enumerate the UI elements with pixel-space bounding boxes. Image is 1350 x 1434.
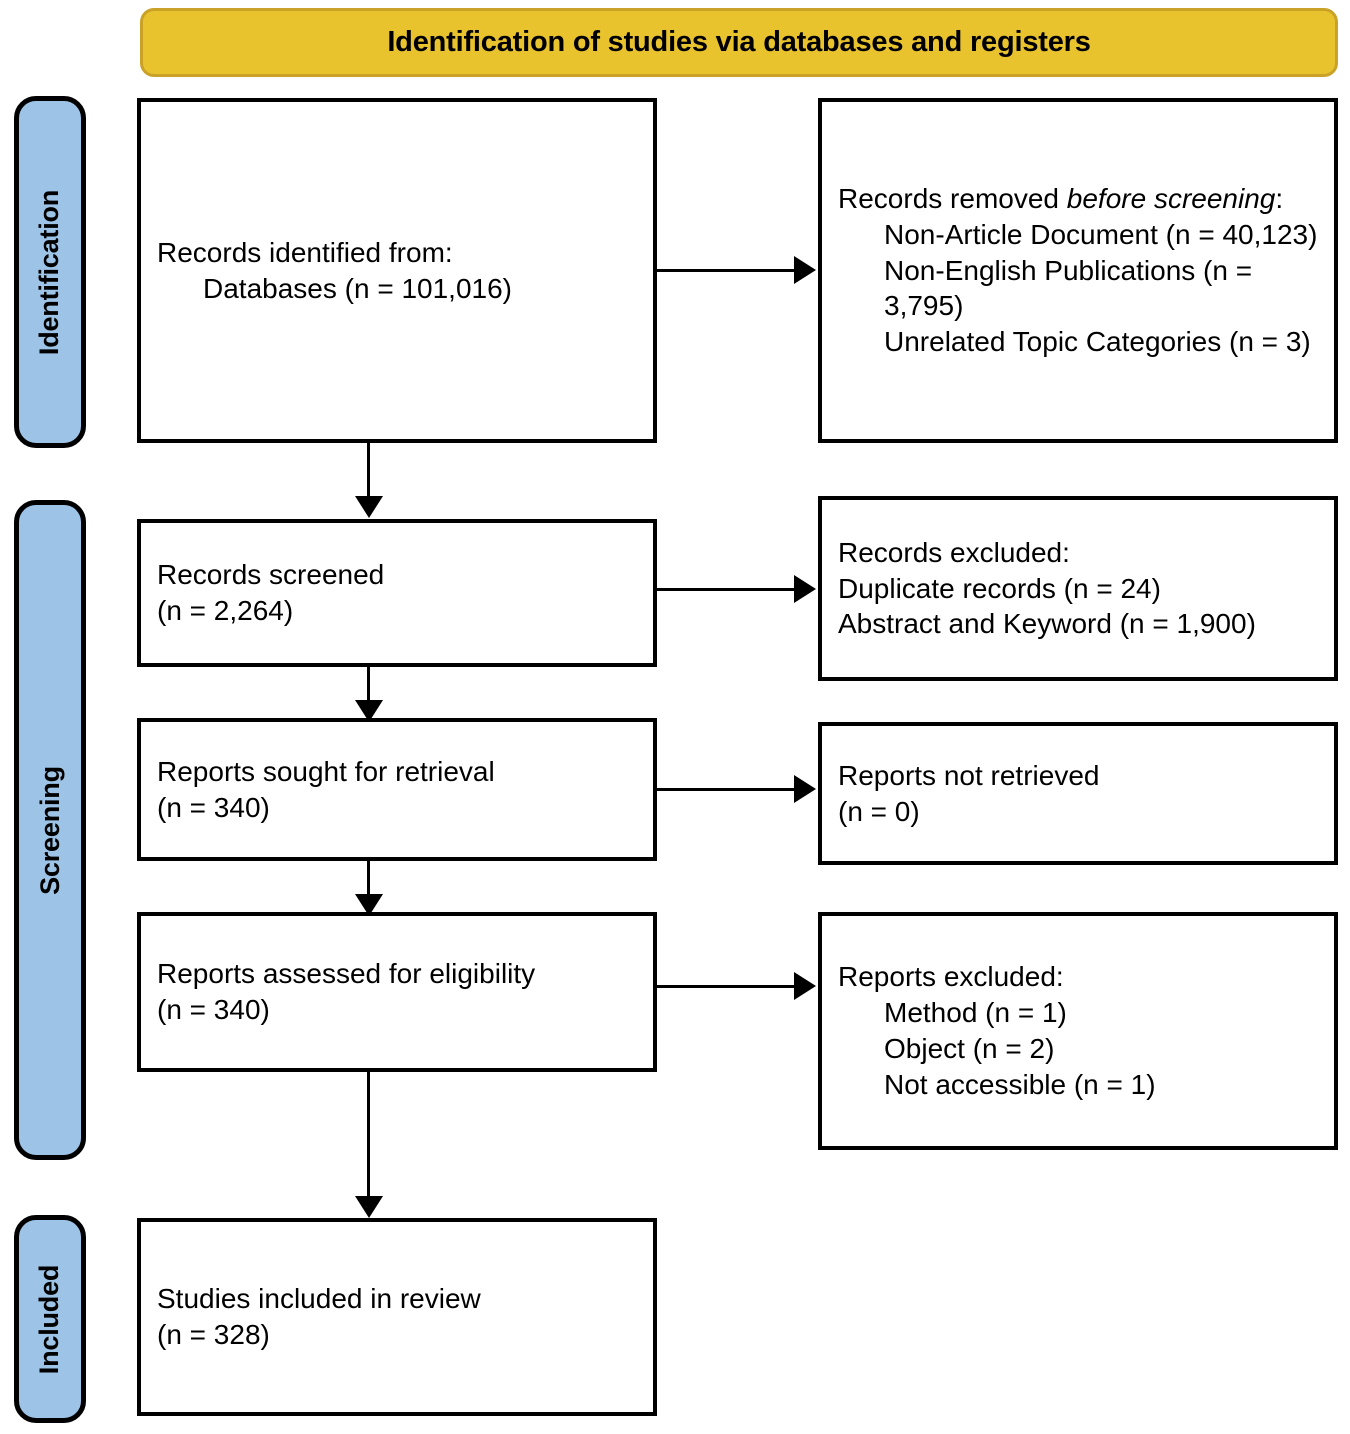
records-excluded-line-2: Abstract and Keyword (n = 1,900): [838, 608, 1256, 640]
studies-included-line-0: Studies included in review: [157, 1283, 481, 1315]
stage-tab-screening-label: Screening: [34, 765, 65, 895]
records-excluded-text: Records excluded: Duplicate records (n =…: [822, 535, 1334, 642]
arrowhead-screened-to-excluded: [794, 575, 816, 603]
records-removed-line-1: Non-English Publications (n = 3,795): [884, 254, 1253, 322]
studies-included-line-1: (n = 328): [157, 1319, 270, 1350]
records-excluded-box: Records excluded: Duplicate records (n =…: [818, 496, 1338, 681]
reports-sought-line-1: (n = 340): [157, 791, 270, 823]
reports-sought-text: Reports sought for retrieval (n = 340): [141, 754, 653, 826]
reports-assessed-line-0: Reports assessed for eligibility: [157, 958, 536, 990]
records-removed-title-prefix: Records removed: [838, 182, 1067, 214]
stage-tab-identification-label: Identification: [34, 189, 65, 355]
connector-assessed-to-excluded: [657, 985, 796, 988]
connector-identified-to-removed: [657, 269, 796, 272]
reports-not-retrieved-line-0: Reports not retrieved: [838, 759, 1100, 791]
records-screened-line-1: (n = 2,264): [157, 595, 294, 626]
arrowhead-sought-to-assessed: [355, 894, 383, 916]
stage-tab-included-label: Included: [34, 1264, 65, 1374]
arrowhead-assessed-to-excluded: [794, 972, 816, 1000]
reports-assessed-box: Reports assessed for eligibility (n = 34…: [137, 912, 657, 1072]
connector-assessed-to-included: [367, 1072, 370, 1204]
records-removed-title-italic: before screening: [1066, 182, 1276, 214]
connector-screened-to-excluded: [657, 588, 796, 591]
arrowhead-identified-to-removed: [794, 256, 816, 284]
records-screened-box: Records screened (n = 2,264): [137, 519, 657, 667]
records-removed-title-suffix: :: [1275, 182, 1284, 214]
records-identified-line-0: Records identified from:: [157, 236, 453, 268]
reports-not-retrieved-line-1: (n = 0): [838, 795, 920, 827]
records-removed-text: Records removed before screening: Non-Ar…: [822, 181, 1334, 360]
connector-sought-to-assessed: [367, 861, 370, 901]
records-identified-line-1: Databases (n = 101,016): [203, 272, 512, 304]
records-identified-text: Records identified from: Databases (n = …: [141, 235, 653, 307]
reports-excluded-box: Reports excluded: Method (n = 1) Object …: [818, 912, 1338, 1150]
records-screened-text: Records screened (n = 2,264): [141, 557, 653, 629]
stage-tab-included: Included: [14, 1215, 86, 1423]
page-title: Identification of studies via databases …: [387, 26, 1091, 58]
connector-screened-to-sought: [367, 667, 370, 707]
records-removed-title: Records removed before screening:: [838, 181, 1318, 217]
records-excluded-line-1: Duplicate records (n = 24): [838, 572, 1161, 604]
reports-sought-line-0: Reports sought for retrieval: [157, 755, 495, 787]
diagram-header-banner: Identification of studies via databases …: [140, 8, 1338, 77]
connector-identified-to-screened: [367, 443, 370, 503]
arrowhead-assessed-to-included: [355, 1196, 383, 1218]
records-excluded-line-0: Records excluded:: [838, 536, 1070, 568]
reports-excluded-line-1: Method (n = 1): [884, 997, 1067, 1029]
records-removed-box: Records removed before screening: Non-Ar…: [818, 98, 1338, 443]
reports-excluded-line-3: Not accessible (n = 1): [884, 1068, 1156, 1100]
reports-sought-box: Reports sought for retrieval (n = 340): [137, 718, 657, 861]
reports-not-retrieved-box: Reports not retrieved (n = 0): [818, 722, 1338, 865]
studies-included-text: Studies included in review (n = 328): [141, 1281, 653, 1353]
records-removed-line-2: Unrelated Topic Categories (n = 3): [884, 326, 1311, 358]
connector-sought-to-not-retrieved: [657, 788, 796, 791]
reports-assessed-line-1: (n = 340): [157, 994, 270, 1025]
reports-excluded-line-0: Reports excluded:: [838, 961, 1064, 993]
arrowhead-identified-to-screened: [355, 496, 383, 518]
records-removed-line-0: Non-Article Document (n = 40,123): [884, 218, 1318, 250]
reports-not-retrieved-text: Reports not retrieved (n = 0): [822, 758, 1334, 830]
records-screened-line-0: Records screened: [157, 559, 385, 591]
reports-excluded-line-2: Object (n = 2): [884, 1033, 1055, 1064]
reports-assessed-text: Reports assessed for eligibility (n = 34…: [141, 956, 653, 1028]
studies-included-box: Studies included in review (n = 328): [137, 1218, 657, 1416]
arrowhead-sought-to-not-retrieved: [794, 775, 816, 803]
stage-tab-identification: Identification: [14, 96, 86, 448]
reports-excluded-text: Reports excluded: Method (n = 1) Object …: [822, 959, 1334, 1102]
arrowhead-screened-to-sought: [355, 700, 383, 722]
records-identified-box: Records identified from: Databases (n = …: [137, 98, 657, 443]
stage-tab-screening: Screening: [14, 500, 86, 1160]
